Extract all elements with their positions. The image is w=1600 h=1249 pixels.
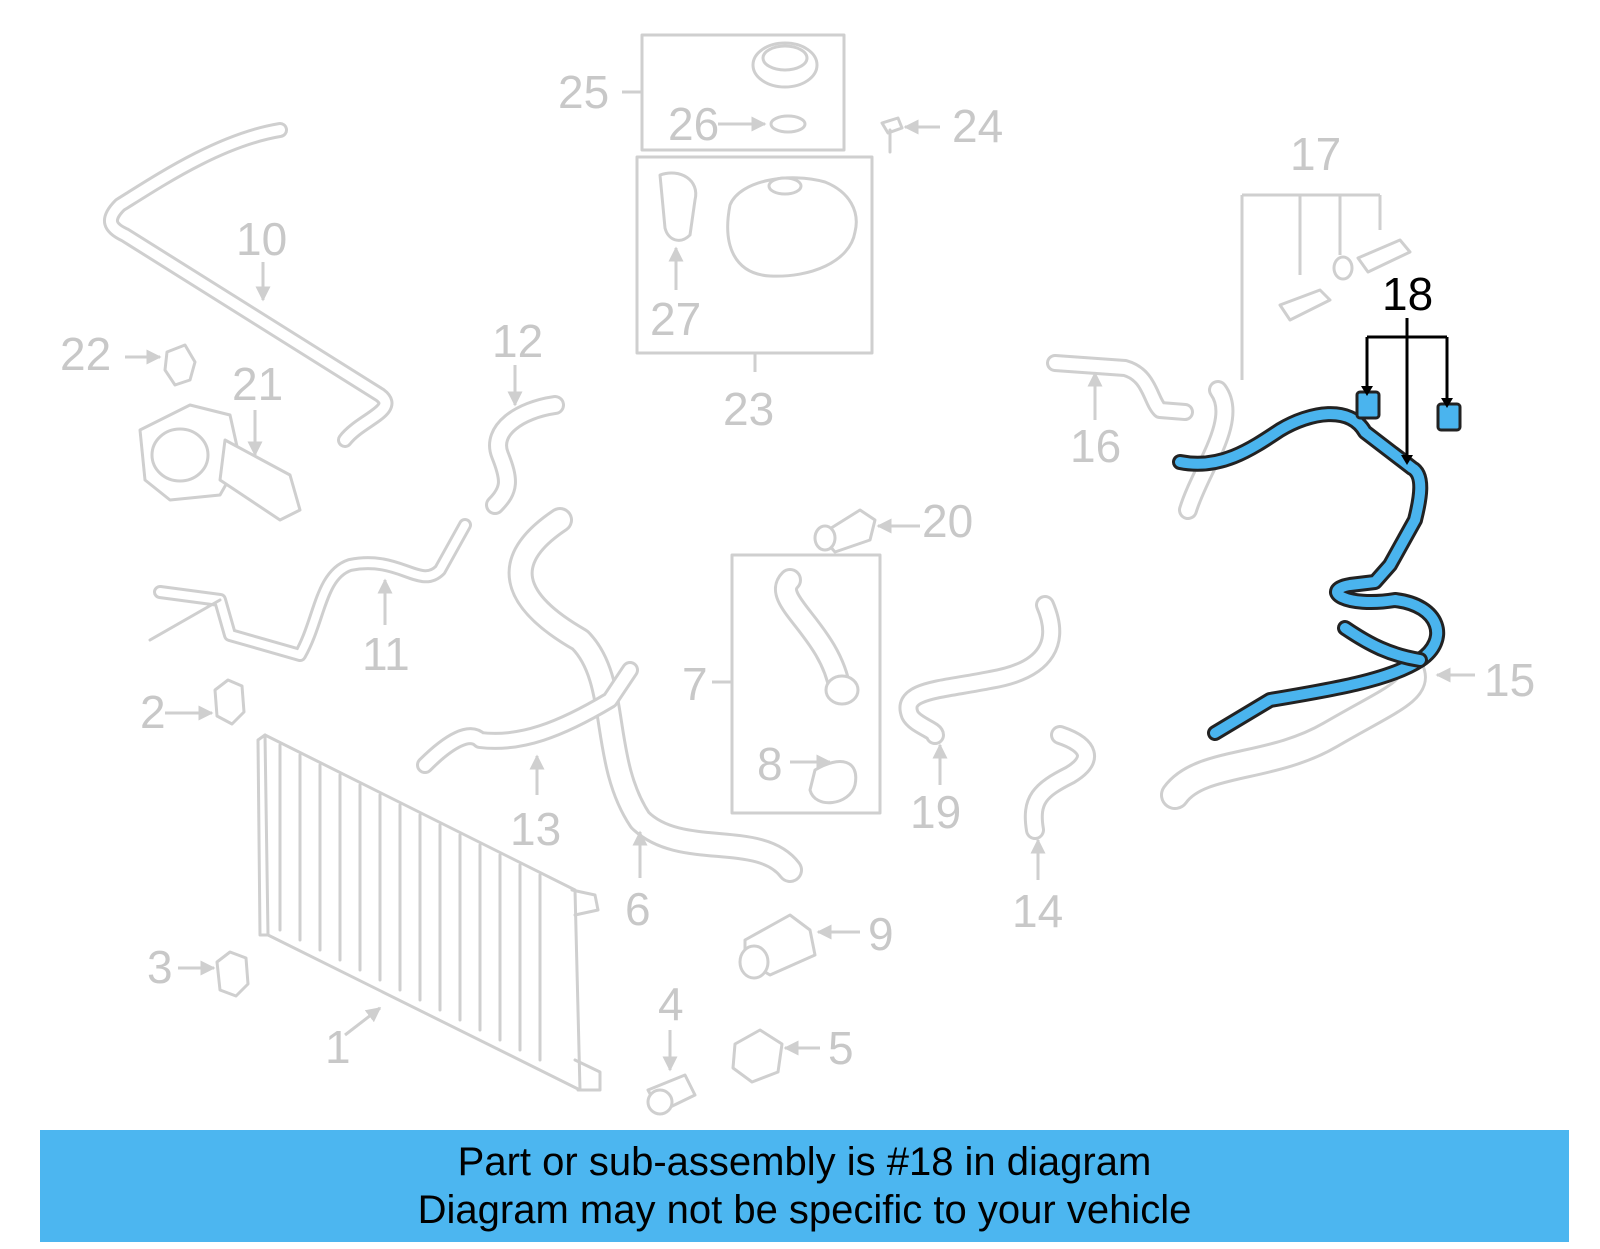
banner-line-disclaimer: Diagram may not be specific to your vehi…: [417, 1188, 1192, 1232]
part-19-hose[interactable]: [898, 595, 1062, 785]
part-23-reservoir-box[interactable]: [635, 155, 874, 372]
part-10-pipe[interactable]: [103, 122, 394, 448]
part-15-hose[interactable]: [1160, 655, 1475, 810]
part-2-bracket[interactable]: [165, 678, 246, 726]
label-7: 7: [682, 658, 708, 710]
part-17-hose-set[interactable]: [1178, 193, 1412, 520]
part-6-hose[interactable]: [507, 507, 803, 883]
label-21: 21: [232, 358, 283, 410]
label-11: 11: [362, 628, 410, 680]
label-3: 3: [147, 941, 173, 993]
label-6: 6: [625, 883, 651, 935]
part-13-pipe[interactable]: [416, 661, 639, 795]
part-25-cap-box[interactable]: [622, 33, 846, 152]
part-3-bracket[interactable]: [178, 950, 250, 998]
label-5: 5: [828, 1022, 854, 1074]
label-12: 12: [492, 315, 543, 367]
part-24-bolt[interactable]: [880, 116, 940, 154]
part-12-hose[interactable]: [485, 365, 565, 515]
label-8: 8: [757, 738, 783, 790]
label-26: 26: [668, 98, 719, 150]
part-4-sensor[interactable]: [646, 1030, 697, 1116]
label-14: 14: [1012, 885, 1063, 937]
part-14-hose[interactable]: [1023, 725, 1096, 880]
label-17: 17: [1290, 128, 1341, 180]
part-18-hose-assembly[interactable]: [1172, 318, 1462, 741]
part-5-sensor[interactable]: [731, 1028, 820, 1084]
label-23: 23: [723, 383, 774, 435]
label-24: 24: [952, 100, 1003, 152]
part-9-fitting[interactable]: [738, 913, 860, 980]
part-11-pipe[interactable]: [148, 518, 472, 662]
label-19: 19: [910, 786, 961, 838]
label-20: 20: [922, 495, 973, 547]
label-27: 27: [650, 293, 701, 345]
part-22-cap[interactable]: [125, 343, 197, 387]
label-1: 1: [325, 1021, 351, 1073]
label-4: 4: [658, 978, 684, 1030]
label-9: 9: [868, 908, 894, 960]
part-16-hose[interactable]: [1046, 354, 1194, 421]
label-18: 18: [1382, 268, 1433, 320]
part-7-kit-box[interactable]: [712, 553, 882, 815]
label-15: 15: [1484, 654, 1535, 706]
info-banner: Part or sub-assembly is #18 in diagram D…: [40, 1130, 1569, 1242]
banner-line-part: Part or sub-assembly is #18 in diagram: [457, 1140, 1152, 1184]
part-1-radiator[interactable]: [256, 733, 602, 1092]
label-10: 10: [236, 213, 287, 265]
label-13: 13: [510, 803, 561, 855]
label-25: 25: [558, 66, 609, 118]
label-16: 16: [1070, 420, 1121, 472]
part-21-thermostat-housing[interactable]: [138, 403, 302, 522]
label-22: 22: [60, 328, 111, 380]
label-2: 2: [140, 686, 166, 738]
part-20-fitting[interactable]: [813, 508, 920, 554]
